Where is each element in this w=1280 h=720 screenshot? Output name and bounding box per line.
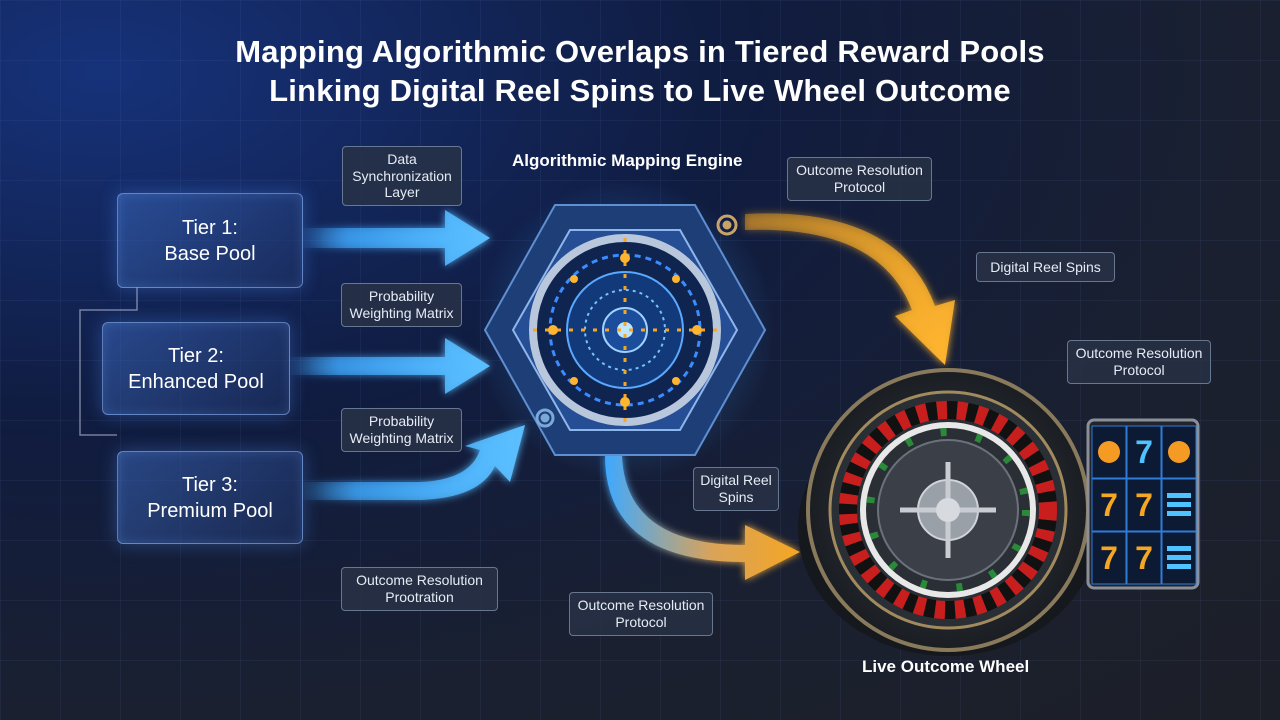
tier-2-pool: Enhanced Pool	[128, 370, 264, 393]
data-sync-label: Data Synchronization Layer	[342, 146, 462, 206]
tier-2-box[interactable]: Tier 2: Enhanced Pool	[102, 322, 290, 415]
reel-seven-symbol: 7	[1100, 540, 1118, 576]
tier-3-label: Tier 3:	[182, 473, 238, 496]
data-sync-line1: Data	[387, 150, 417, 167]
gear-icon	[535, 408, 555, 428]
outcome-protocol-top-line1: Outcome Resolution	[796, 162, 923, 179]
reel-cell	[1126, 478, 1162, 532]
reel-bar-symbol	[1167, 555, 1191, 560]
outcome-protocol-right-line2: Protocol	[1113, 362, 1165, 378]
prob-matrix-2-line1: Probability	[368, 413, 435, 430]
outcome-protocol-right-label: Outcome Resolution Protocol	[1067, 340, 1211, 384]
reel-cell	[1091, 478, 1127, 532]
tier-1-pool: Base Pool	[164, 242, 256, 265]
probability-matrix-label-1: Probability Weighting Matrix	[341, 283, 462, 327]
outcome-protocol-top-label: Outcome Resolution Protocol	[787, 157, 932, 201]
reel-fruit-symbol	[1098, 441, 1120, 463]
reel-bar-symbol	[1167, 493, 1191, 498]
tier-bracket-connector	[79, 287, 138, 436]
outcome-proration-label: Outcome Resolution Prootration	[341, 567, 498, 611]
reel-fruit-symbol	[1168, 441, 1190, 463]
digital-reel-spins-right-label: Digital Reel Spins	[976, 252, 1115, 282]
reel-cell	[1126, 425, 1162, 479]
probability-matrix-label-2: Probability Weighting Matrix	[341, 408, 462, 452]
outcome-proration-line1: Outcome Resolution	[356, 572, 483, 589]
roulette-wheel-icon	[798, 368, 1098, 656]
reel-bar-symbol	[1167, 546, 1191, 551]
data-sync-line3: Layer	[384, 184, 420, 201]
tier2-arrow	[288, 338, 490, 394]
orange-flow-arrow	[745, 213, 955, 365]
reel-bar-symbol	[1167, 564, 1191, 569]
tier-2-label: Tier 2:	[168, 344, 224, 367]
tier-1-box[interactable]: Tier 1: Base Pool	[117, 193, 303, 288]
tier1-arrow	[300, 210, 490, 266]
reel-bar-symbol	[1167, 511, 1191, 516]
blue-flow-arrows	[288, 210, 525, 500]
reel-seven-symbol: 7	[1135, 487, 1153, 523]
page-title: Mapping Algorithmic Overlaps in Tiered R…	[235, 34, 1045, 69]
prob-matrix-1-line2: Weighting Matrix	[349, 305, 454, 321]
engine-label: Algorithmic Mapping Engine	[512, 151, 743, 170]
reel-seven-symbol: 7	[1100, 487, 1118, 523]
outcome-proration-line2: Prootration	[385, 589, 454, 605]
digital-reel-spins-mid-line2: Spins	[718, 489, 754, 505]
tier3-arrow	[300, 425, 525, 500]
prob-matrix-2-line2: Weighting Matrix	[349, 430, 454, 446]
reel-bar-symbol	[1167, 502, 1191, 507]
digital-reel-spins-right-line1: Digital Reel Spins	[990, 258, 1101, 275]
engine-core-icon	[475, 180, 775, 480]
digital-reel-spins-mid-line1: Digital Reel	[700, 472, 772, 489]
reel-cell	[1091, 531, 1127, 585]
wheel-label: Live Outcome Wheel	[862, 657, 1030, 676]
reel-cell	[1126, 531, 1162, 585]
outcome-protocol-bottom-line2: Protocol	[615, 614, 667, 630]
outcome-protocol-bottom-label: Outcome Resolution Protocol	[569, 592, 713, 636]
tier-3-box[interactable]: Tier 3: Premium Pool	[117, 451, 303, 544]
tier-1-label: Tier 1:	[182, 216, 238, 239]
outcome-protocol-bottom-line1: Outcome Resolution	[577, 597, 705, 614]
reel-seven-symbol: 7	[1135, 434, 1153, 470]
prob-matrix-1-line1: Probability	[368, 288, 435, 305]
outcome-protocol-right-line1: Outcome Resolution	[1075, 345, 1203, 362]
page-subtitle: Linking Digital Reel Spins to Live Wheel…	[269, 73, 1011, 108]
digital-reel-spins-mid-label: Digital Reel Spins	[693, 467, 779, 511]
data-sync-line2: Synchronization	[352, 167, 452, 184]
outcome-protocol-top-line2: Protocol	[833, 179, 886, 195]
reel-seven-symbol: 7	[1135, 540, 1153, 576]
gear-icon	[716, 214, 738, 236]
tier-3-pool: Premium Pool	[147, 499, 273, 522]
mixed-flow-arrow	[605, 455, 800, 580]
